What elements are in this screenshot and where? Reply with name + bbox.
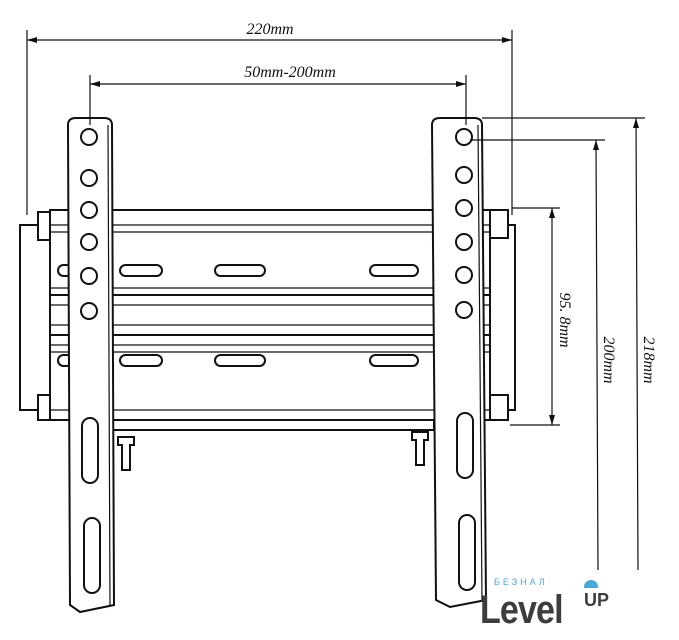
- left-vertical-arm: [66, 117, 116, 614]
- wall-plate: [19, 209, 516, 431]
- logo-suffix: UP: [584, 590, 610, 610]
- logo-name: Level: [480, 588, 564, 632]
- wall-plate-height-label: 95. 8mm: [556, 292, 573, 347]
- hole-spacing-vertical-label: 200mm: [600, 336, 617, 383]
- logo-tagline: БЕЗНАЛ: [494, 577, 548, 587]
- safety-bolts: [117, 431, 429, 471]
- overall-height-label: 218mm: [640, 336, 657, 383]
- right-vertical-arm: [430, 117, 488, 609]
- logo-accent-shape: [584, 580, 598, 588]
- overall-width-label: 220mm: [246, 21, 293, 38]
- dimension-lines: [26, 30, 645, 571]
- wall-plate-slots: [57, 264, 419, 367]
- hole-spacing-horizontal-label: 50mm-200mm: [244, 64, 336, 81]
